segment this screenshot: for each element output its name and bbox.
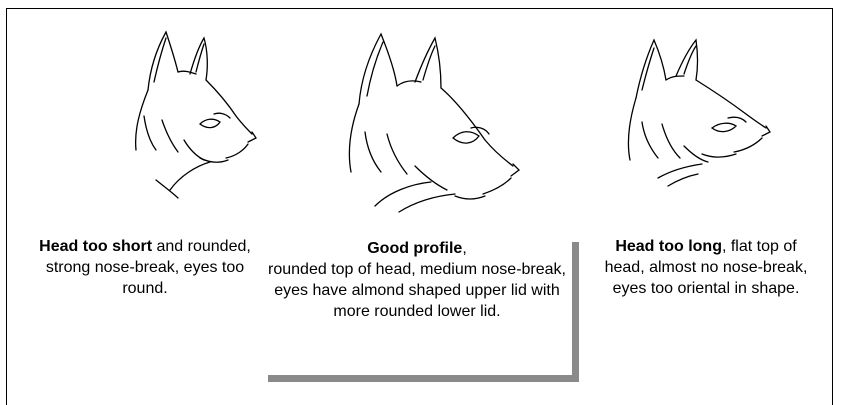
caption-long-bold: Head too long: [615, 238, 722, 255]
caption-short-bold: Head too short: [39, 238, 152, 255]
caption-good-comma: ,: [462, 240, 466, 257]
cat-head-long-sketch: [612, 22, 782, 212]
caption-head-too-long: Head too long, flat top of head, almost …: [594, 236, 818, 299]
cat-head-good-sketch: [335, 16, 535, 226]
caption-good-text: rounded top of head, medium nose-break, …: [268, 261, 566, 320]
caption-good-shadow-horizontal: [268, 375, 579, 382]
caption-head-too-short: Head too short and rounded, strong nose-…: [32, 236, 258, 299]
caption-good-shadow-vertical: [572, 242, 579, 382]
cat-head-short-sketch: [110, 20, 270, 210]
caption-good-bold: Good profile: [367, 240, 462, 257]
caption-good-profile: Good profile, rounded top of head, mediu…: [262, 238, 572, 322]
